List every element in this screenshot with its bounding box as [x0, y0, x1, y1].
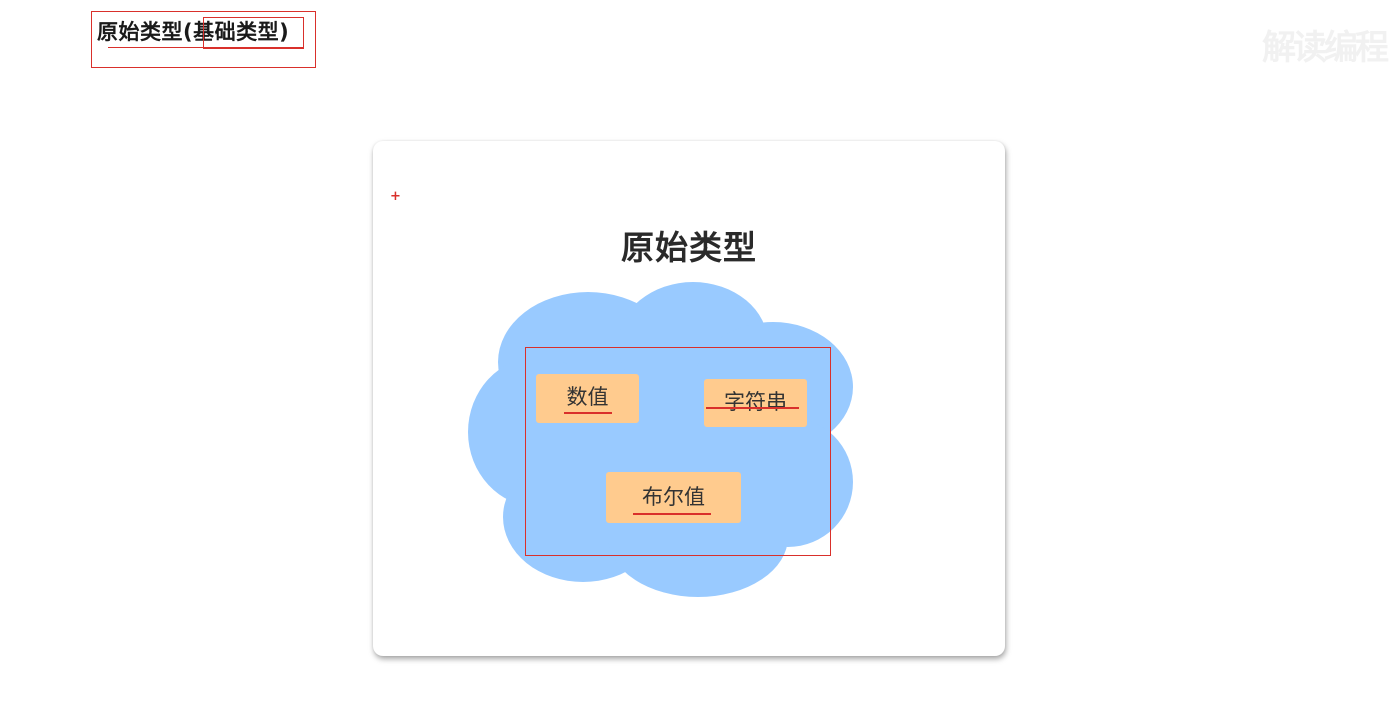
chip-number: 数值: [536, 374, 639, 423]
number-underline-annotation: [564, 412, 612, 414]
heading-underline-annotation: [108, 47, 304, 48]
chip-string: 字符串: [704, 379, 807, 427]
string-strike-annotation: [706, 407, 799, 409]
slide-title: 原始类型: [621, 228, 757, 267]
chip-number-label: 数值: [566, 385, 609, 409]
plus-annotation-mark: +: [390, 189, 401, 204]
watermark: 解读编程: [1262, 28, 1389, 68]
heading-prefix: 原始类型(: [97, 20, 194, 44]
chip-boolean: 布尔值: [606, 472, 741, 523]
heading-highlight: 基础类型: [193, 20, 280, 44]
heading-annotation-box: [91, 11, 316, 68]
boolean-underline-annotation: [633, 513, 711, 515]
page-heading: 原始类型(基础类型): [97, 16, 289, 48]
chip-boolean-label: 布尔值: [642, 485, 705, 509]
heading-highlight-annotation-box: [203, 17, 304, 49]
types-annotation-box: [525, 347, 831, 556]
chip-string-label: 字符串: [724, 390, 787, 414]
heading-suffix: ): [279, 20, 290, 44]
